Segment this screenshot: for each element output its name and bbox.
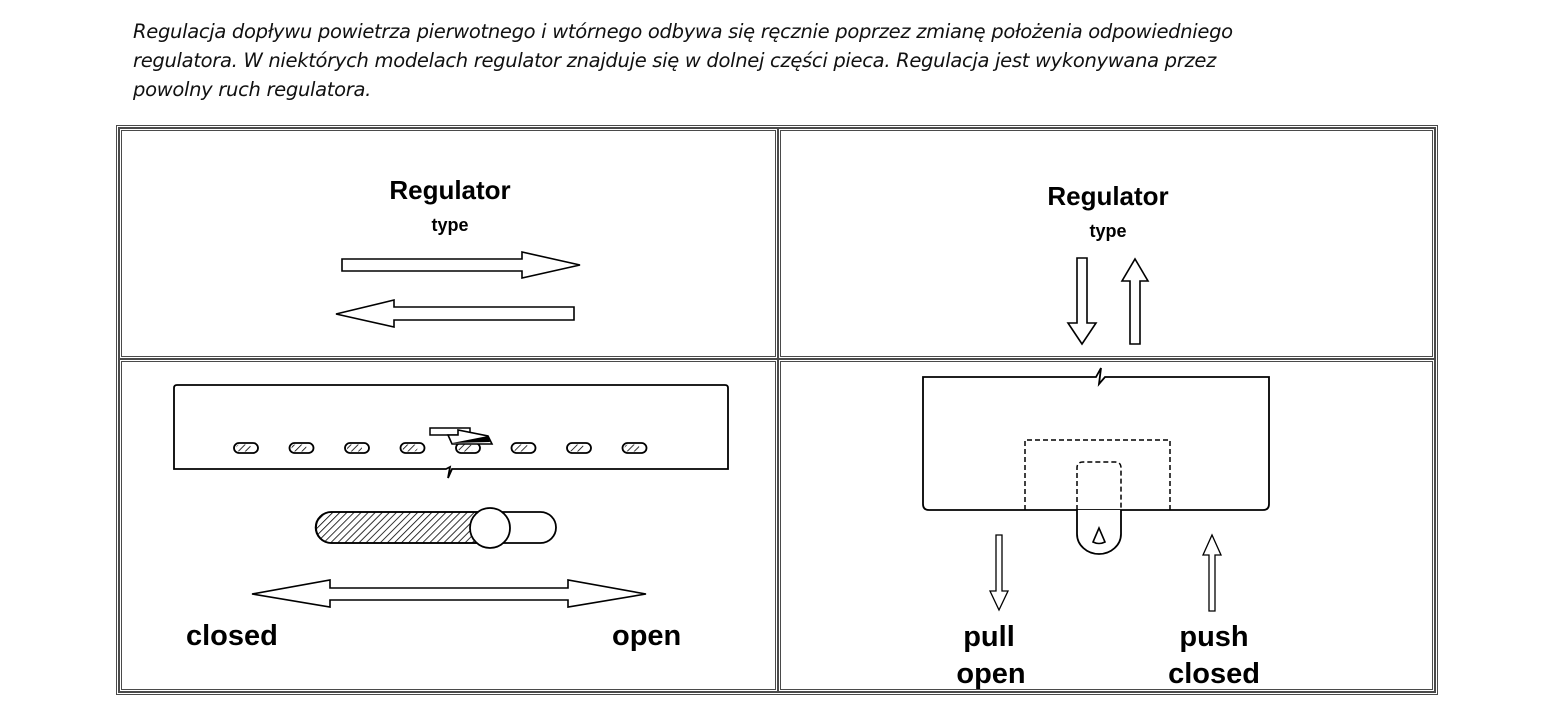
arrow-down-icon (1066, 257, 1098, 346)
push-pull-title: Regulator (1047, 181, 1168, 211)
label-push-closed: closed (1168, 658, 1260, 689)
cell-push-pull-diagram: pull open push closed (778, 359, 1435, 692)
arrow-right-icon (341, 251, 581, 279)
slider-closed-region (314, 511, 478, 544)
push-pull-subtitle: type (1089, 221, 1126, 241)
regulator-diagram-table: Regulator type Regulator type (116, 125, 1438, 695)
air-slot (288, 442, 315, 454)
cell-slider-diagram: closed open (119, 359, 778, 692)
air-slot (621, 442, 648, 454)
slider-knob[interactable] (469, 507, 511, 549)
cell-slider-type-header: Regulator type (119, 128, 778, 359)
label-open: open (612, 620, 681, 652)
push-arrow-up-icon (1201, 533, 1223, 612)
air-slot (455, 442, 481, 454)
label-push: push (1179, 621, 1248, 653)
air-slot (399, 442, 426, 454)
air-slot (344, 442, 370, 454)
pull-arrow-down-icon (988, 534, 1010, 612)
push-pull-diagram-graphic: pull open push closed (922, 367, 1270, 689)
label-pull: pull (963, 621, 1015, 653)
cell-push-pull-type-header: Regulator type (778, 128, 1435, 359)
intro-line-2: regulatora. W niektórych modelach regula… (133, 49, 1217, 72)
intro-paragraph: Regulacja dopływu powietrza pierwotnego … (133, 17, 1453, 104)
label-pull-open: open (956, 658, 1025, 689)
arrow-up-icon (1120, 257, 1150, 345)
slider-title: Regulator (389, 175, 510, 205)
hidden-rod-outline (1076, 461, 1122, 510)
air-slot (233, 442, 259, 454)
intro-line-1: Regulacja dopływu powietrza pierwotnego … (133, 20, 1233, 43)
air-slot (566, 442, 592, 454)
push-pull-type-header-graphic: Regulator type (1047, 181, 1169, 346)
intro-line-3: powolny ruch regulatora. (133, 78, 372, 101)
slider-type-header-graphic: Regulator type (335, 175, 581, 328)
hidden-housing-outline (1024, 439, 1171, 510)
stove-front-plate (922, 367, 1270, 511)
arrow-left-icon (335, 298, 575, 328)
double-arrow-icon (251, 579, 647, 608)
slider-subtitle: type (431, 215, 468, 235)
label-closed: closed (186, 620, 278, 652)
air-slot (510, 442, 537, 454)
handle-triangle-icon (1091, 525, 1107, 545)
slider-diagram-graphic: closed open (173, 384, 729, 652)
